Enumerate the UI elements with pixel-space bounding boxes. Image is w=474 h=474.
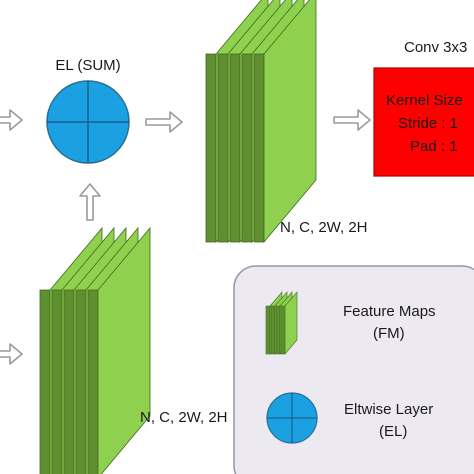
lower-feature-maps xyxy=(39,227,151,474)
lower-feature-maps-dims: N, C, 2W, 2H xyxy=(140,409,228,426)
up-arrow-icon xyxy=(79,183,101,221)
legend-eltwise-label: Eltwise Layer xyxy=(344,401,433,418)
right-arrow-icon-1 xyxy=(145,111,183,133)
conv-block: Kernel Size Stride : 1 Pad : 1 xyxy=(373,67,474,177)
input-arrow-icon-bottom xyxy=(0,343,23,365)
conv-kernel-size: Kernel Size xyxy=(386,92,463,109)
conv-pad: Pad : 1 xyxy=(410,138,458,155)
legend-feature-maps-abbr: (FM) xyxy=(373,325,405,342)
right-arrow-icon-2 xyxy=(333,109,371,131)
eltwise-circle-icon xyxy=(46,80,130,164)
legend-eltwise-abbr: (EL) xyxy=(379,423,407,440)
upper-feature-maps xyxy=(205,0,317,243)
conv-title: Conv 3x3 xyxy=(404,39,467,56)
legend-panel xyxy=(233,265,474,474)
upper-feature-maps-dims: N, C, 2W, 2H xyxy=(280,219,368,236)
conv-stride: Stride : 1 xyxy=(398,115,458,132)
eltwise-sum-label: EL (SUM) xyxy=(55,57,120,74)
legend-feature-maps-label: Feature Maps xyxy=(343,303,436,320)
legend-eltwise-circle-icon xyxy=(266,392,318,444)
input-arrow-icon-top xyxy=(0,109,23,131)
